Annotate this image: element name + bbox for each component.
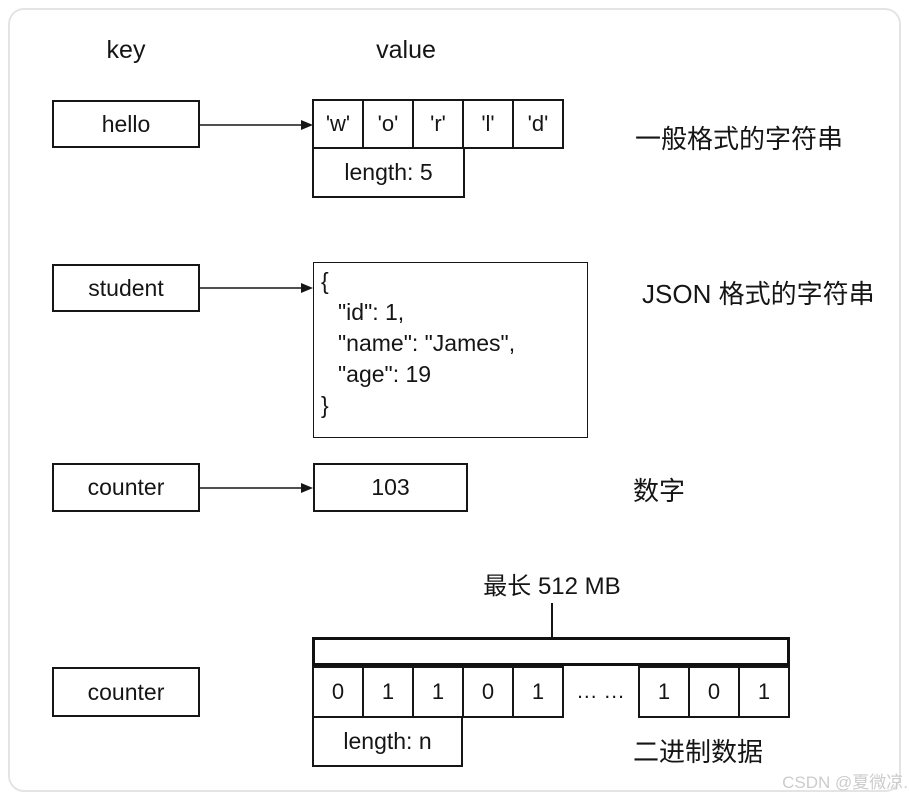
- key-label: counter: [87, 474, 165, 500]
- arrow-counter-to-value: [200, 483, 313, 493]
- note-plain-string: 一般格式的字符串: [635, 124, 844, 154]
- bit-cell: 0: [462, 666, 514, 718]
- bit-cell: 1: [512, 666, 564, 718]
- column-header-key: key: [106, 36, 146, 64]
- json-line: "id": 1,: [338, 299, 405, 325]
- json-line: "name": "James",: [338, 330, 516, 356]
- note-json-string: JSON 格式的字符串: [642, 279, 875, 309]
- json-line: "age": 19: [338, 361, 432, 387]
- number-value-box: 103: [313, 463, 468, 512]
- key-box-counter-binary: counter: [52, 667, 200, 717]
- key-box-hello: hello: [52, 100, 200, 148]
- char-cell: 'r': [412, 99, 464, 149]
- bit-cell: 0: [312, 666, 364, 718]
- binary-cell-row: 0 1 1 0 1 ... ... 1 0 1: [312, 666, 790, 718]
- binary-span-box: [312, 637, 790, 666]
- max-size-label: 最长 512 MB: [483, 573, 621, 600]
- arrow-hello-to-value: [200, 120, 313, 130]
- json-value-box: { "id": 1, "name": "James", "age": 19 }: [313, 262, 588, 438]
- length-label: length: n: [343, 728, 432, 754]
- char-cell: 'w': [312, 99, 364, 149]
- number-value: 103: [371, 474, 410, 500]
- note-binary: 二进制数据: [633, 737, 764, 767]
- key-label: student: [88, 274, 164, 301]
- json-line: {: [321, 268, 329, 294]
- max-size-connector-line: [551, 603, 553, 637]
- char-cell: 'l': [462, 99, 514, 149]
- length-box-row4: length: n: [312, 716, 463, 767]
- key-label: hello: [101, 110, 151, 137]
- length-label: length: 5: [344, 159, 433, 185]
- bit-cell: 1: [638, 666, 690, 718]
- arrow-student-to-value: [200, 283, 313, 293]
- bit-cell: 0: [688, 666, 740, 718]
- json-line: }: [321, 392, 329, 418]
- note-number: 数字: [633, 476, 686, 506]
- column-header-value: value: [376, 36, 436, 64]
- key-box-counter: counter: [52, 463, 200, 512]
- char-cell: 'd': [512, 99, 564, 149]
- bit-cell: 1: [362, 666, 414, 718]
- bit-cell: 1: [738, 666, 790, 718]
- length-box-row1: length: 5: [312, 147, 465, 198]
- key-label: counter: [87, 678, 165, 705]
- char-cell: 'o': [362, 99, 414, 149]
- watermark: CSDN @夏微凉.: [782, 773, 908, 792]
- bit-cell: 1: [412, 666, 464, 718]
- key-box-student: student: [52, 264, 200, 312]
- ellipsis-cell: ... ...: [577, 680, 625, 703]
- char-cell-row: 'w' 'o' 'r' 'l' 'd': [312, 99, 564, 149]
